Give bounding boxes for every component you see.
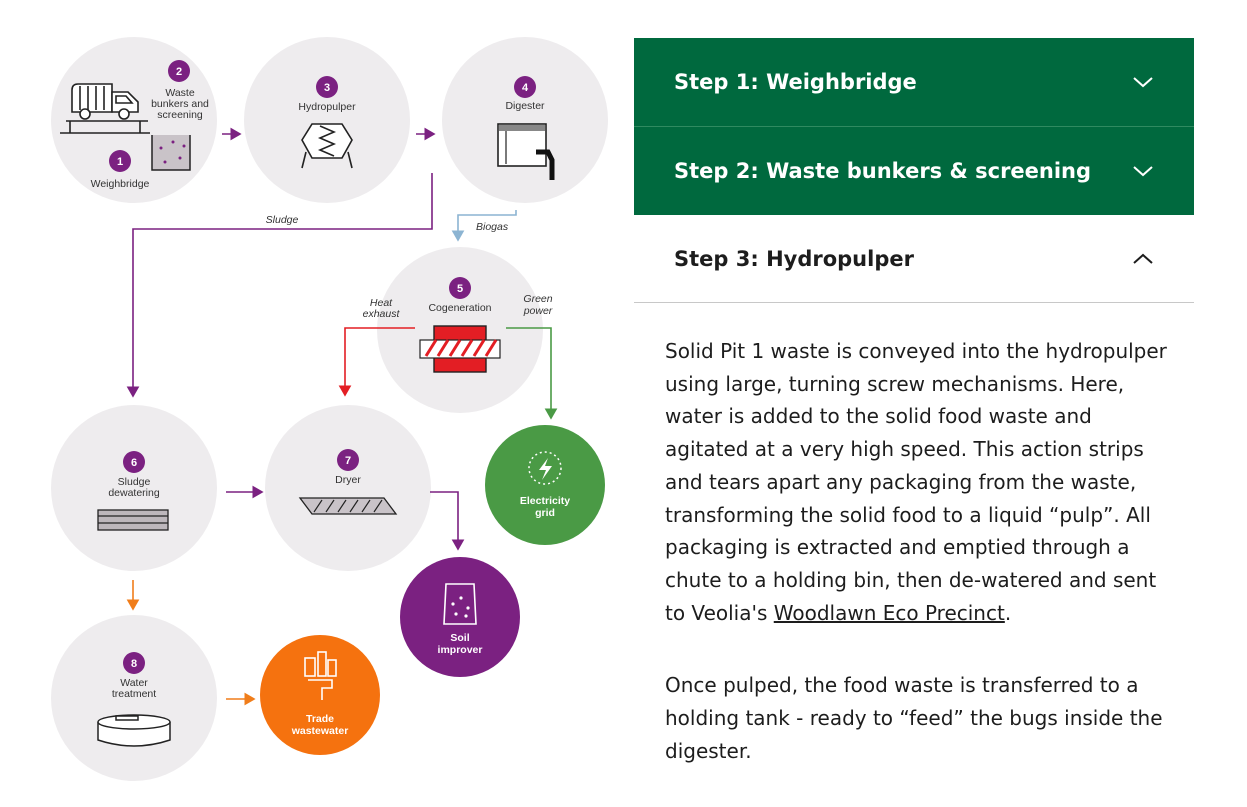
arrow-biogas [451,210,517,242]
node-dryer-circle [265,405,431,571]
accordion-step-1-title: Step 1: Weighbridge [674,70,917,94]
arrow-heat-exhaust [338,327,415,397]
step-7-badge [337,449,359,471]
hydropulper-description: Solid Pit 1 waste is conveyed into the h… [665,335,1175,629]
step-5-badge [449,277,471,299]
soil-improver-label-line2: improver [438,644,483,656]
step-1-badge [109,150,131,172]
accordion-step-3[interactable]: Step 3: Hydropulper [634,215,1194,303]
node-sludge-dewatering-circle [51,405,217,571]
cogeneration-illustration [419,325,501,373]
hydropulper-label: Hydropulper [298,101,356,113]
step-4-badge [514,76,536,98]
accordion-step-1[interactable]: Step 1: Weighbridge [634,38,1194,126]
screening-bunker-illustration [151,135,191,171]
step-6-badge [123,451,145,473]
step-2-badge [168,60,190,82]
soil-improver-circle [400,557,520,677]
digester-label: Digester [505,100,545,112]
electricity-grid-label-line1: Electricity [520,495,570,507]
wastewater-icon [304,651,337,700]
waste-bunkers-label-line1: Waste [165,87,195,99]
pulped-description: Once pulped, the food waste is transferr… [665,673,1163,763]
step-3-number: 3 [324,82,330,94]
accordion-step-3-content: Solid Pit 1 waste is conveyed into the h… [665,335,1175,807]
soil-bag-icon [443,583,477,625]
heat-exhaust-label-line2: exhaust [363,308,401,320]
dryer-illustration [298,497,398,515]
arrow-7-to-soil [430,491,465,551]
water-treatment-illustration [97,714,171,747]
step-8-number: 8 [131,658,137,670]
biogas-flow-label: Biogas [476,221,509,233]
hydropulper-description-text: Solid Pit 1 waste is conveyed into the h… [665,339,1167,625]
cogeneration-label: Cogeneration [428,302,491,314]
process-diagram: Sludge Biogas Heat exhaust Green power 1… [0,0,620,793]
steps-accordion: Step 1: Weighbridge Step 2: Waste bunker… [634,38,1194,303]
chevron-up-icon [1132,252,1154,266]
sludge-dewatering-label-line2: dewatering [108,487,160,499]
step-1-number: 1 [117,156,123,168]
soil-improver-label-line1: Soil [450,632,469,644]
trade-wastewater-circle [260,635,380,755]
electricity-grid-circle [485,425,605,545]
accordion-step-2-title: Step 2: Waste bunkers & screening [674,159,1092,183]
heat-exhaust-label-line1: Heat [370,297,393,309]
step-3-badge [316,76,338,98]
accordion-divider [634,126,1194,127]
weighbridge-label: Weighbridge [91,178,150,190]
dryer-label: Dryer [335,474,361,486]
step-5-number: 5 [457,283,463,295]
process-diagram-svg: Sludge Biogas Heat exhaust Green power 1… [51,37,608,781]
weighbridge-truck-illustration [60,83,150,134]
node-digester-circle [442,37,608,203]
trade-wastewater-label-line1: Trade [306,713,334,725]
hydropulper-illustration [301,123,353,169]
water-treatment-label-line1: Water [120,677,148,689]
green-power-label-line2: power [523,305,553,317]
water-treatment-label-line2: treatment [112,688,156,700]
woodlawn-eco-precinct-link[interactable]: Woodlawn Eco Precinct [773,600,1005,625]
hydropulper-description-end: . [1004,600,1012,625]
digester-illustration [497,123,555,180]
waste-bunkers-label-line2: bunkers and [151,98,209,110]
step-6-number: 6 [131,457,137,469]
node-water-treatment-circle [51,615,217,781]
sludge-dewatering-label-line1: Sludge [118,476,151,488]
node-hydropulper-circle [244,37,410,203]
green-power-label-line1: Green [523,293,552,305]
step-2-number: 2 [176,66,182,78]
arrow-sludge [126,173,433,398]
trade-wastewater-label-line2: wastewater [291,725,349,737]
waste-bunkers-label-line3: screening [157,109,203,121]
electricity-grid-label-line2: grid [535,507,555,519]
step-8-badge [123,652,145,674]
accordion-step-3-title: Step 3: Hydropulper [674,246,914,271]
sludge-flow-label: Sludge [266,214,299,226]
accordion-step-2[interactable]: Step 2: Waste bunkers & screening [634,127,1194,215]
arrow-green-power [506,327,558,420]
step-4-number: 4 [522,82,529,94]
sludge-dewatering-illustration [97,509,169,531]
chevron-down-icon [1132,164,1154,178]
chevron-down-icon [1132,75,1154,89]
step-7-number: 7 [345,455,351,467]
electricity-icon [528,451,562,485]
